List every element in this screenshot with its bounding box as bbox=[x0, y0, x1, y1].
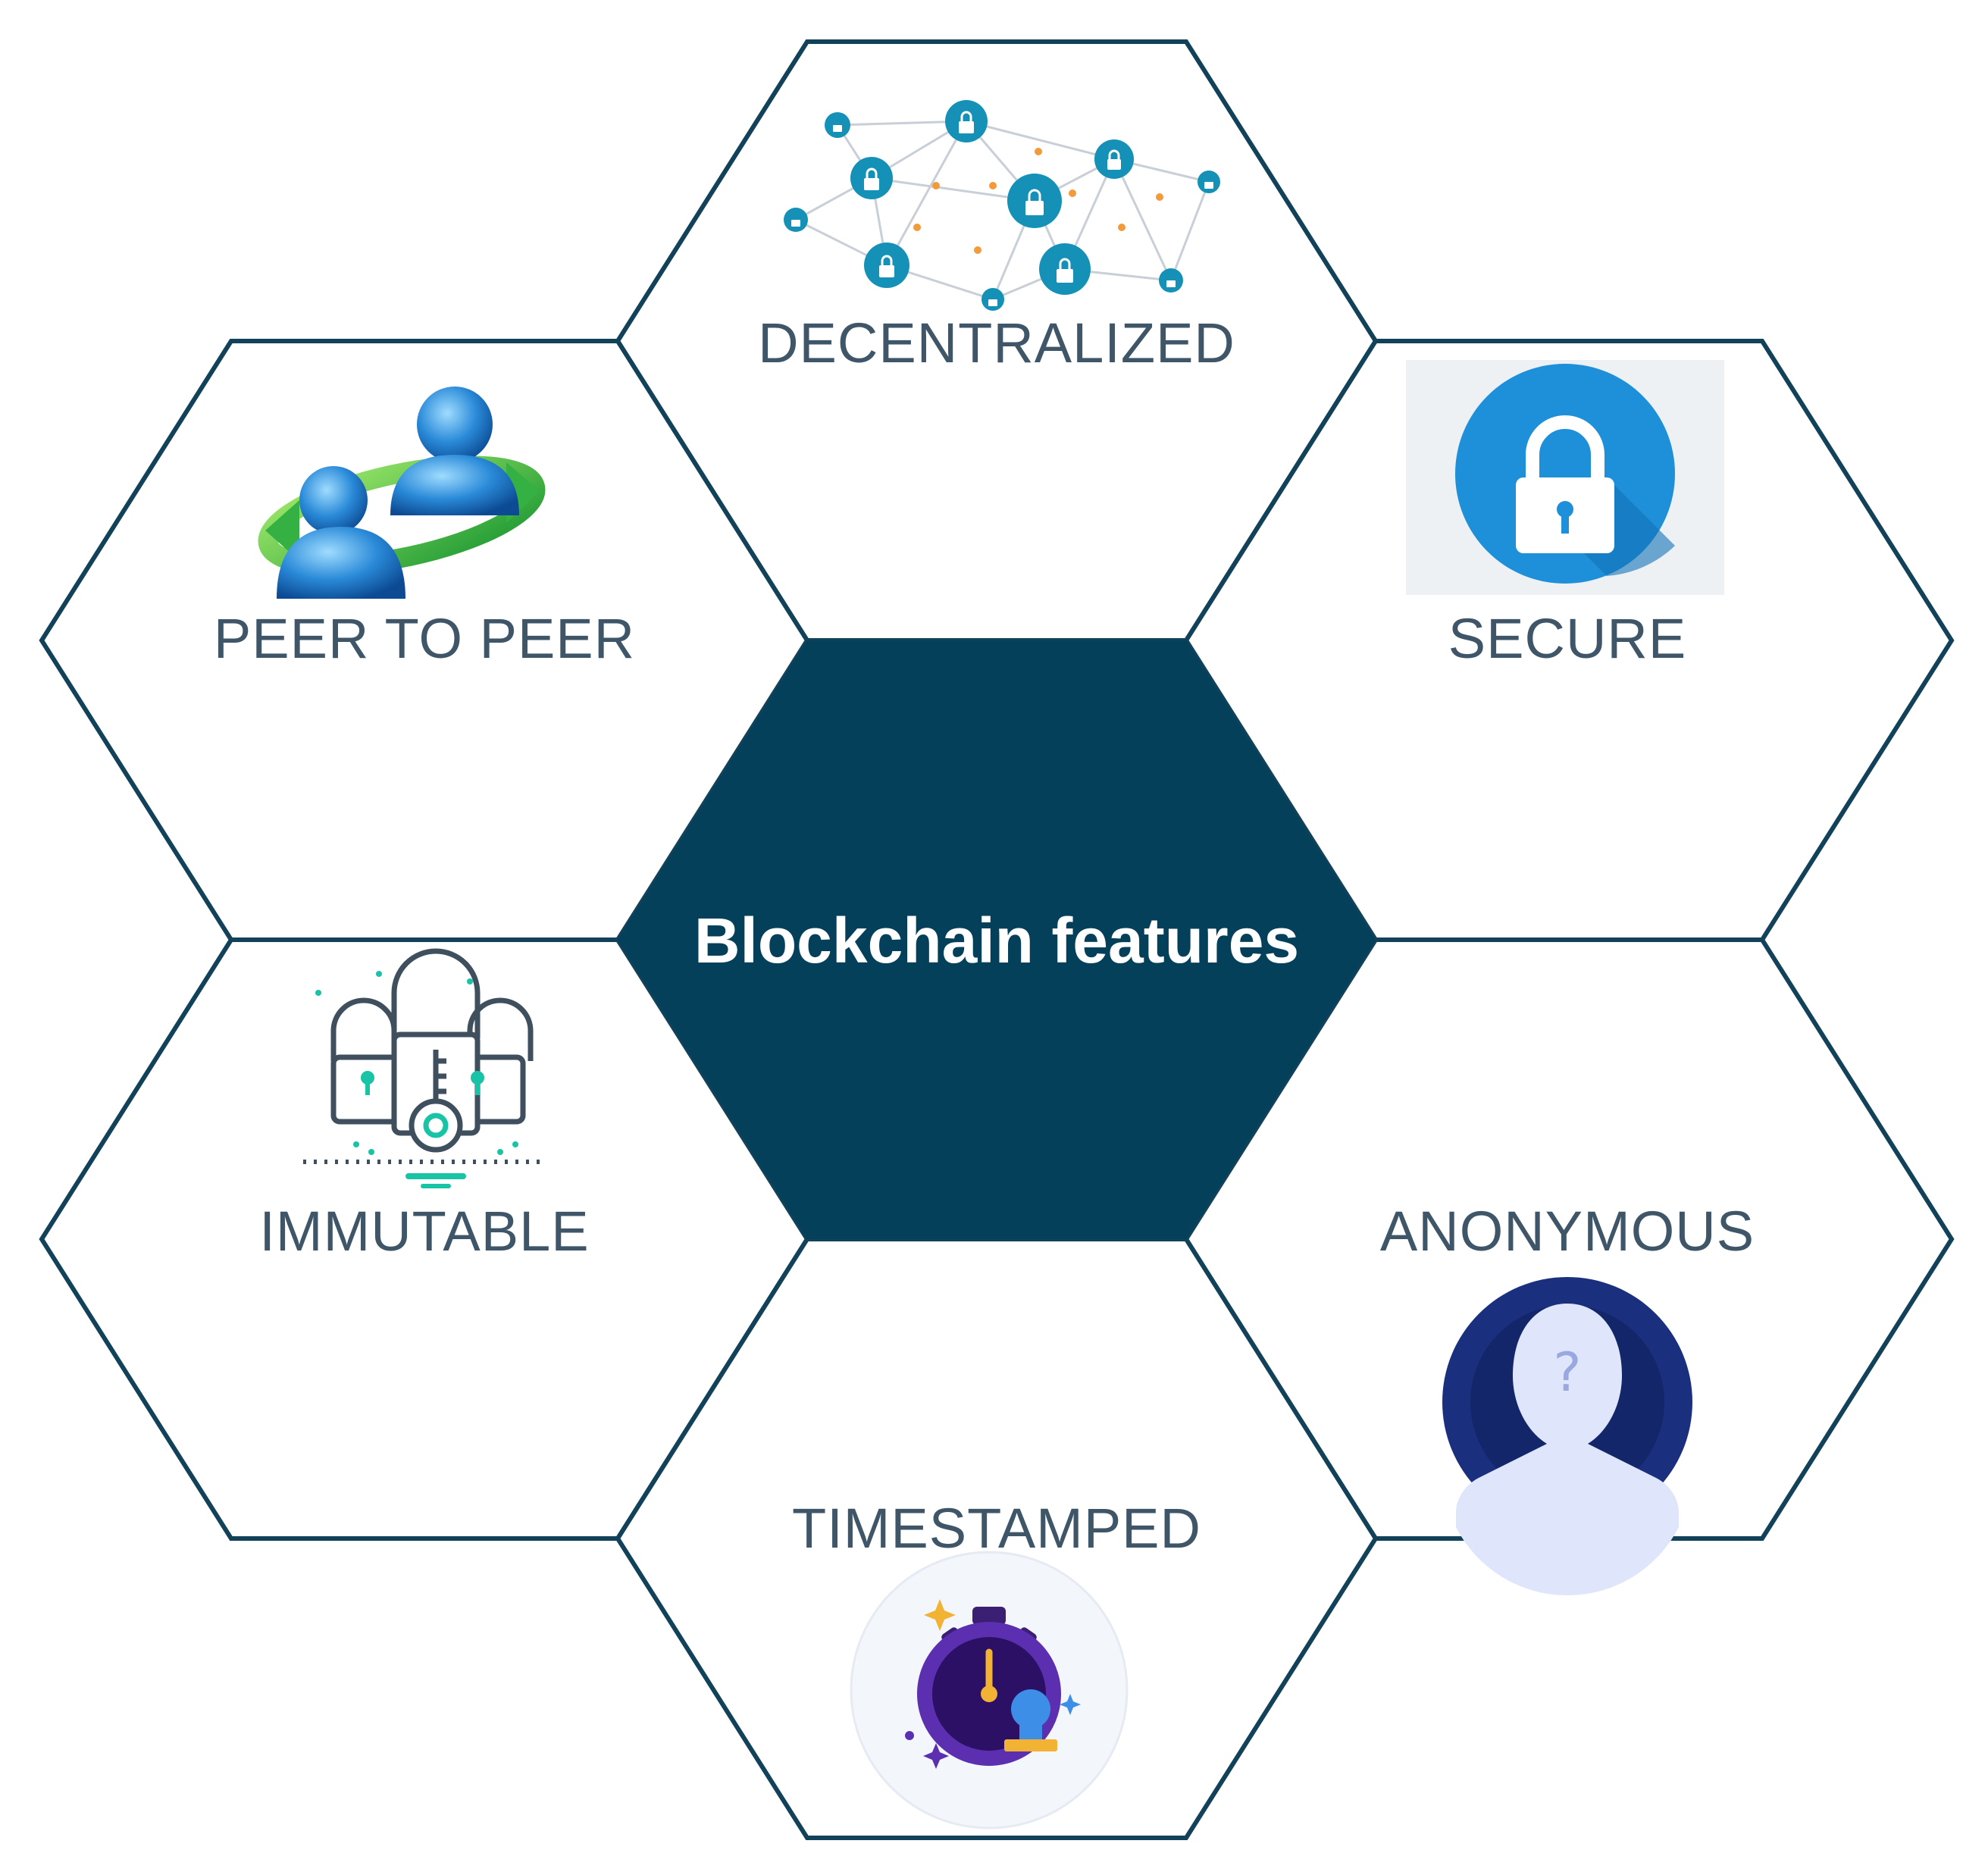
anonymous-person-icon: ? bbox=[1442, 1277, 1692, 1596]
hexagon-center bbox=[618, 640, 1376, 1239]
label-timestamped: TIMESTAMPED bbox=[792, 1497, 1201, 1560]
label-anonymous: ANONYMOUS bbox=[1380, 1200, 1755, 1263]
label-secure: SECURE bbox=[1448, 607, 1686, 670]
label-immutable: IMMUTABLE bbox=[259, 1200, 589, 1263]
stopwatch-icon bbox=[850, 1551, 1129, 1830]
label-peer-to-peer: PEER TO PEER bbox=[214, 607, 635, 670]
locks-key-icon bbox=[303, 948, 542, 1164]
diagram-title: Blockchain features bbox=[694, 905, 1299, 976]
svg-text:?: ? bbox=[1553, 1341, 1581, 1404]
padlock-icon bbox=[1406, 360, 1724, 595]
immutable-icon-accents bbox=[315, 971, 518, 1188]
peer-users-icon bbox=[258, 387, 546, 599]
network-lock-icon bbox=[784, 100, 1220, 311]
label-decentralized: DECENTRALIZED bbox=[758, 311, 1235, 374]
